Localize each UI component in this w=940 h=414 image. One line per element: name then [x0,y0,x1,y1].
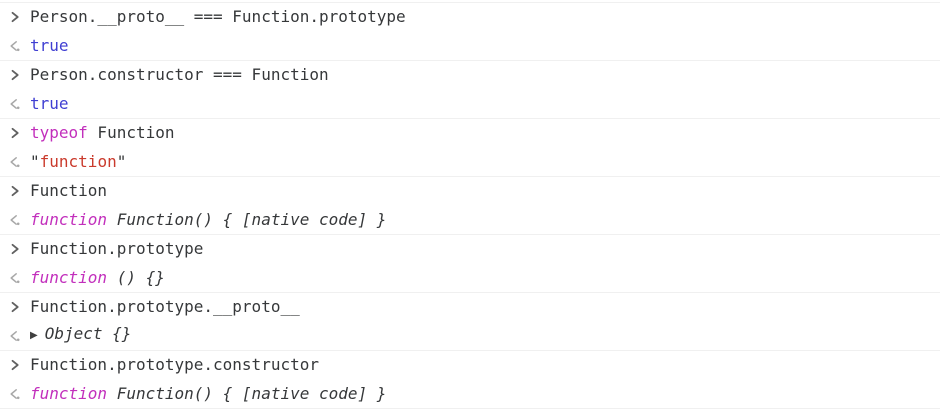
console-input-expression: Function.prototype [30,235,203,264]
console-output-row: true [0,90,940,119]
chevron-right-icon [9,301,21,313]
console-input-row[interactable]: Function.prototype.constructor [0,351,940,380]
console-input-row[interactable]: typeof Function [0,119,940,148]
console-input-expression: Function.prototype.__proto__ [30,293,300,322]
code-token: typeof [30,123,88,142]
console-entry: Person.__proto__ === Function.prototype … [0,3,940,61]
expand-triangle-icon[interactable]: ▶ [30,330,38,341]
chevron-right-icon [9,243,21,255]
code-token: Person.constructor === Function [30,65,329,84]
console-output-value: function Function() { [native code] } [30,380,386,409]
console-output-row: true [0,32,940,61]
return-value-icon [7,98,21,110]
code-token: function [30,209,108,229]
code-token: Function [87,123,175,142]
code-token: () {} [107,267,165,287]
code-token: Function.prototype.__proto__ [30,297,300,316]
chevron-right-icon [9,69,21,81]
chevron-right-icon [9,185,21,197]
console-entry: typeof Function "function" [0,119,940,177]
console-output-value: true [30,90,69,119]
console-entry: Function.prototype.__proto__ ▶ Object {} [0,293,940,351]
code-token: " [116,151,127,171]
console-entry: Function function Function() { [native c… [0,177,940,235]
console-input-expression: Function.prototype.constructor [30,351,319,380]
return-value-icon [7,330,21,342]
console-output-row: "function" [0,148,940,177]
return-value-icon [7,272,21,284]
code-token: " [30,151,40,171]
console-entry: Person.constructor === Function true [0,61,940,119]
console-input-row[interactable]: Person.__proto__ === Function.prototype [0,3,940,32]
code-token: Person.__proto__ === Function.prototype [30,7,406,26]
console-input-expression: typeof Function [30,119,175,148]
code-token: Function [30,181,108,200]
console-input-row[interactable]: Function [0,177,940,206]
return-value-icon [7,156,21,168]
chevron-right-icon [9,127,21,139]
console-output-value: function Function() { [native code] } [30,206,386,235]
console-output-value: true [30,32,69,61]
console-output-row: function Function() { [native code] } [0,206,940,235]
code-token: function [39,151,117,171]
console-input-expression: Function [30,177,107,206]
console-output-value: function () {} [30,264,165,293]
console-entry: Function.prototype function () {} [0,235,940,293]
console-input-expression: Person.__proto__ === Function.prototype [30,3,406,32]
code-token: Function.prototype.constructor [30,355,319,374]
console-input-row[interactable]: Function.prototype [0,235,940,264]
chevron-right-icon [9,11,21,23]
code-token: true [30,93,69,113]
code-token: true [30,35,69,55]
code-token: Function.prototype [30,239,204,258]
code-token: Function() { [native code] } [107,383,387,403]
console-input-row[interactable]: Person.constructor === Function [0,61,940,90]
code-token: Function() { [native code] } [107,209,387,229]
console-output-row: function Function() { [native code] } [0,380,940,409]
return-value-icon [7,388,21,400]
return-value-icon [7,214,21,226]
console-output-value: ▶ Object {} [30,320,131,352]
console-output-row: function () {} [0,264,940,293]
console-input-expression: Person.constructor === Function [30,61,329,90]
console-input-row[interactable]: Function.prototype.__proto__ [0,293,940,322]
return-value-icon [7,40,21,52]
code-token: function [30,267,108,287]
code-token: function [30,383,108,403]
console-output-row: ▶ Object {} [0,322,940,351]
console-entry: Function.prototype.constructor function … [0,351,940,409]
code-token: Object {} [44,324,132,343]
chevron-right-icon [9,359,21,371]
console-output-value: "function" [30,148,126,177]
